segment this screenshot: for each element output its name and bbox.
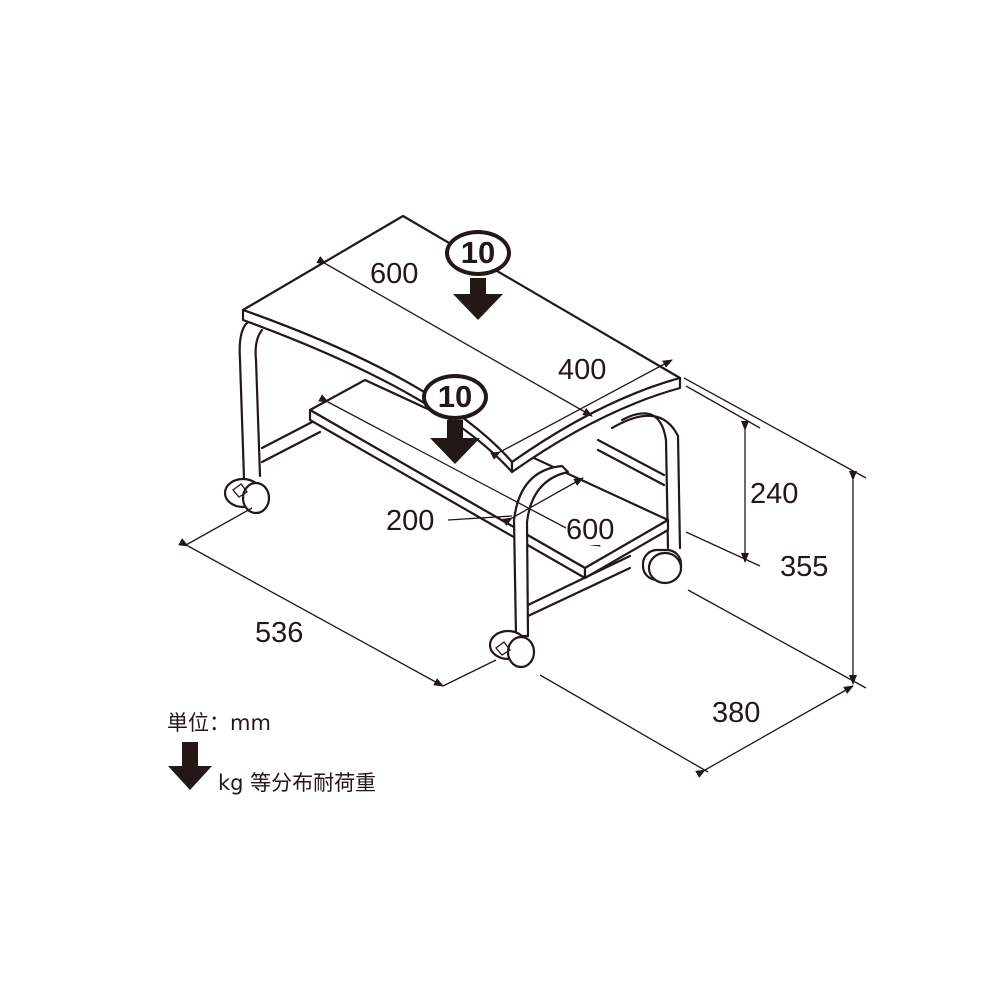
top-load-badge: 10 (445, 230, 511, 276)
top-depth-label: 400 (558, 354, 607, 386)
shelf-load-arrow-icon (430, 420, 480, 464)
total-depth-label: 380 (712, 697, 761, 729)
shelf-width-label: 600 (566, 514, 615, 546)
dimension-lines (178, 256, 867, 778)
shelf-height-label: 240 (750, 478, 799, 510)
top-load-value: 10 (460, 235, 496, 270)
total-width-label: 536 (255, 617, 304, 649)
top-width-label: 600 (370, 258, 419, 290)
top-load-arrow-icon (453, 278, 503, 320)
load-legend: kg 等分布耐荷重 (218, 771, 377, 795)
left-leg (223, 320, 322, 515)
shelf-load-value: 10 (437, 379, 473, 414)
total-height-label: 355 (780, 551, 829, 583)
legend-arrow-icon (168, 742, 212, 790)
unit-legend: 単位：mm (167, 711, 271, 735)
shelf-load-badge: 10 (422, 374, 488, 420)
shelf-depth-label: 200 (386, 505, 435, 537)
